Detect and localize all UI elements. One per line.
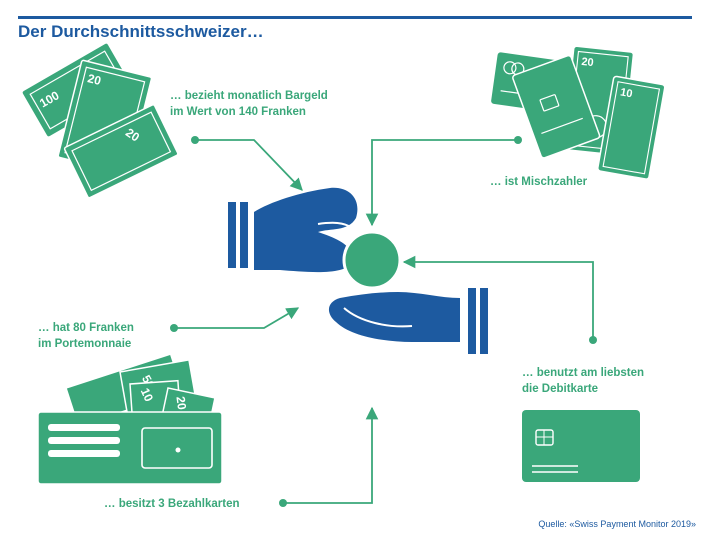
card-20-label: 20 (581, 56, 594, 69)
wallet-note-10-label: 10 (138, 386, 156, 404)
label-wallet: … hat 80 Franken im Portemonnaie (38, 320, 134, 352)
note-20a-label: 20 (86, 71, 103, 88)
page-title: Der Durchschnittsschweizer… (18, 22, 264, 41)
connector-cash (195, 139, 303, 191)
source-note: Quelle: «Swiss Payment Monitor 2019» (538, 519, 696, 529)
banknotes-icon: 100 20 20 (22, 43, 179, 199)
connector-wallet (174, 307, 300, 329)
connector-mixed (365, 139, 518, 227)
payment-cards-icon: 20 10 (491, 45, 666, 180)
label-debit-line2: die Debitkarte (522, 383, 599, 395)
label-cash-line2: im Wert von 140 Franken (170, 106, 306, 118)
wallet-note-20-label: 20 (173, 395, 189, 410)
label-cards: … besitzt 3 Bezahlkarten (104, 498, 240, 510)
connector-cards (283, 406, 379, 504)
label-cash-line1: … bezieht monatlich Bargeld (170, 90, 328, 102)
card-10-label: 10 (619, 86, 633, 100)
connector-debit (402, 255, 594, 340)
label-mixed: … ist Mischzahler (490, 176, 588, 188)
label-wallet-line1: … hat 80 Franken (38, 322, 134, 334)
connector-lines (170, 136, 597, 507)
label-wallet-line2: im Portemonnaie (38, 338, 132, 350)
top-rule (18, 16, 692, 19)
hands-coin-icon (228, 187, 488, 354)
debit-card-icon (522, 410, 640, 482)
label-debit: … benutzt am liebsten die Debitkarte (522, 365, 644, 397)
label-cash: … bezieht monatlich Bargeld im Wert von … (170, 88, 328, 120)
wallet-icon: 50 10 20 (37, 353, 223, 485)
label-debit-line1: … benutzt am liebsten (522, 367, 645, 379)
